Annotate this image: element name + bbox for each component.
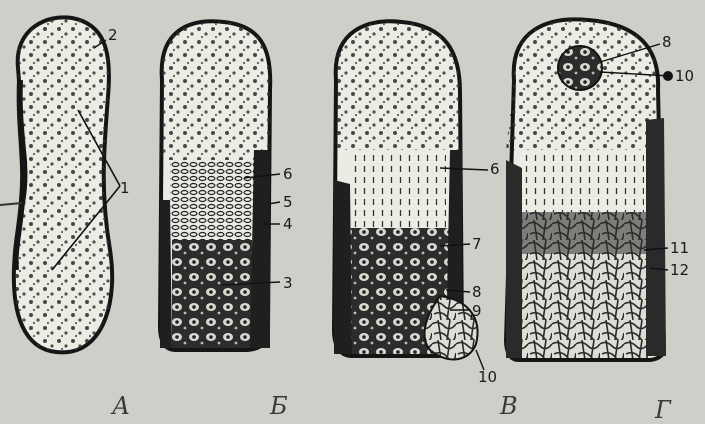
- stage-letter-a: А: [110, 392, 130, 420]
- callout-9: 9: [472, 302, 482, 320]
- stage-letter-b: Б: [269, 392, 288, 420]
- callout-10: 10: [478, 368, 497, 386]
- callout-12: 12: [670, 261, 689, 279]
- stage-g-secondary-ossification-center: [558, 46, 602, 90]
- callout-11: 11: [670, 239, 689, 257]
- callout-6: 6: [283, 165, 293, 183]
- callout-5: 5: [283, 193, 293, 211]
- stage-letter-v: В: [499, 392, 518, 420]
- stage-g-columnar-zone: [524, 150, 644, 212]
- stage-b-columnar-zone: [170, 160, 256, 240]
- callout-4: 4: [283, 215, 293, 233]
- callout-1: 1: [120, 179, 130, 197]
- callout-8b: 8: [662, 33, 672, 51]
- callout-3: 3: [283, 274, 293, 292]
- stage-b-calcified-zone: [172, 240, 252, 348]
- callout-6b: 6: [490, 160, 500, 178]
- callout-7: 7: [472, 235, 482, 253]
- callout-10b: 10: [675, 67, 694, 85]
- callout-2: 2: [108, 26, 118, 44]
- stage-g: [506, 19, 673, 360]
- stage-v-columnar-zone: [352, 150, 446, 230]
- callout-8: 8: [472, 283, 482, 301]
- stage-b: [160, 21, 280, 350]
- stage-letter-g: Г: [654, 396, 672, 424]
